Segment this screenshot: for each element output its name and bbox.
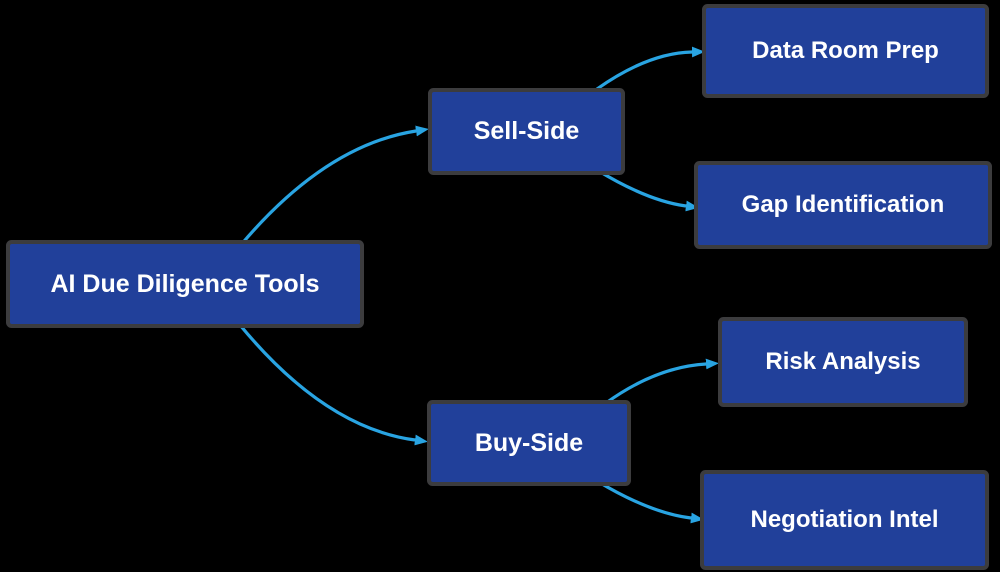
connector-buy-side-to-risk-analysis — [604, 358, 719, 405]
node-negotiation-intel[interactable]: Negotiation Intel — [704, 474, 985, 566]
node-negotiation-intel-label: Negotiation Intel — [750, 506, 939, 533]
node-sell-side[interactable]: Sell-Side — [432, 92, 621, 171]
node-data-room-prep-label: Data Room Prep — [752, 37, 939, 64]
node-gap-identification-label: Gap Identification — [741, 191, 945, 218]
node-root-label: AI Due Diligence Tools — [50, 269, 320, 298]
connector-sell-side-to-gap-identification — [595, 168, 699, 212]
node-gap-identification[interactable]: Gap Identification — [698, 165, 988, 245]
connector-root-to-buy-side — [238, 323, 428, 446]
node-risk-analysis-label: Risk Analysis — [765, 348, 921, 375]
node-risk-analysis[interactable]: Risk Analysis — [722, 321, 964, 403]
connector-root-to-sell-side — [238, 125, 429, 248]
connector-buy-side-to-negotiation-intel — [595, 479, 704, 524]
node-data-room-prep[interactable]: Data Room Prep — [706, 8, 985, 94]
node-root[interactable]: AI Due Diligence Tools — [10, 244, 360, 324]
node-buy-side-label: Buy-Side — [474, 428, 584, 457]
connector-sell-side-to-data-room-prep — [595, 46, 705, 91]
node-buy-side[interactable]: Buy-Side — [431, 404, 627, 482]
node-sell-side-label: Sell-Side — [473, 117, 580, 145]
